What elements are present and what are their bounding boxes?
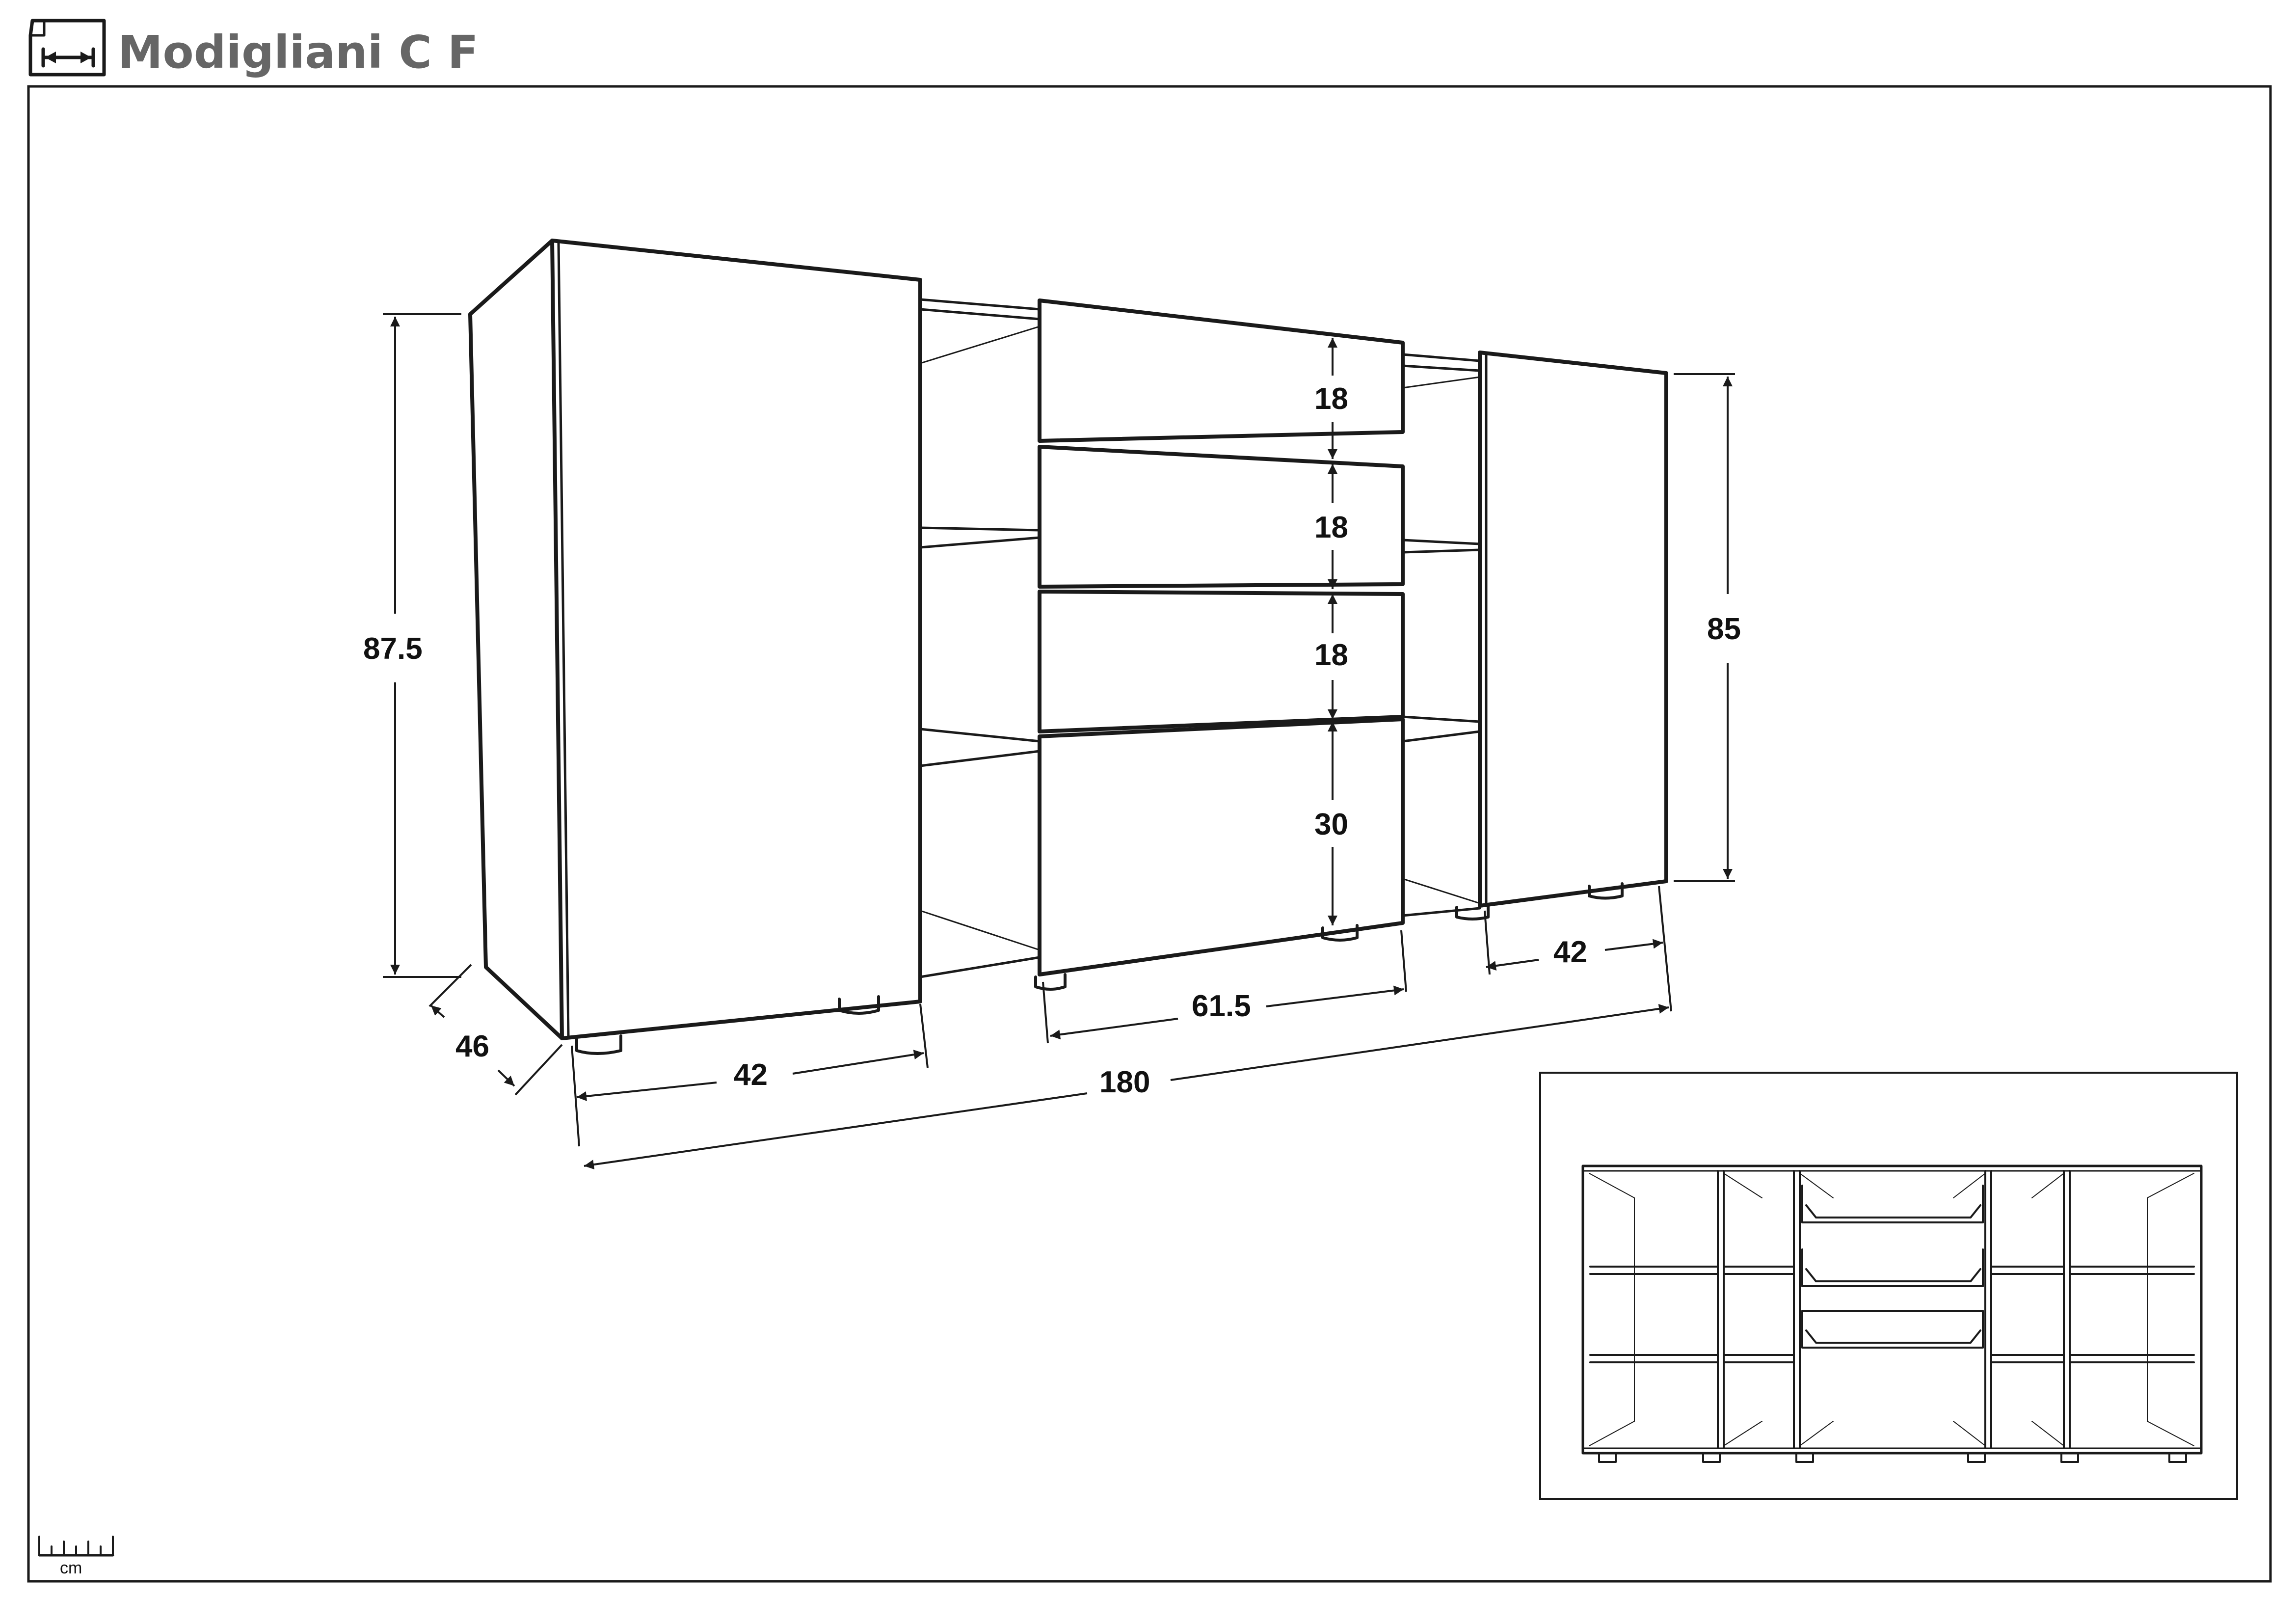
sideboard-drawing (468, 239, 1668, 1055)
dim-drawer-1: 18 (1314, 382, 1348, 416)
dim-drawer-3: 18 (1314, 638, 1348, 672)
dim-left-door-width: 42 (734, 1058, 768, 1092)
dimension-lines (383, 313, 1735, 1170)
drawing-frame (27, 85, 2272, 1583)
dim-right-door-width: 42 (1553, 935, 1587, 969)
dim-total-width: 180 (1099, 1065, 1150, 1099)
dim-side-height: 85 (1707, 612, 1741, 646)
ruler-icon (38, 1536, 114, 1557)
page-title: Modigliani C F (118, 26, 479, 79)
dim-center-width: 61.5 (1192, 989, 1251, 1023)
dimensions-icon (28, 19, 106, 77)
dim-total-height: 87.5 (363, 632, 423, 666)
dim-drawer-2: 18 (1314, 511, 1348, 544)
scale-unit-label: cm (60, 1559, 82, 1577)
interior-view-inset (1539, 1072, 2238, 1500)
dim-depth: 46 (455, 1029, 489, 1063)
dim-drawer-4: 30 (1314, 808, 1348, 841)
